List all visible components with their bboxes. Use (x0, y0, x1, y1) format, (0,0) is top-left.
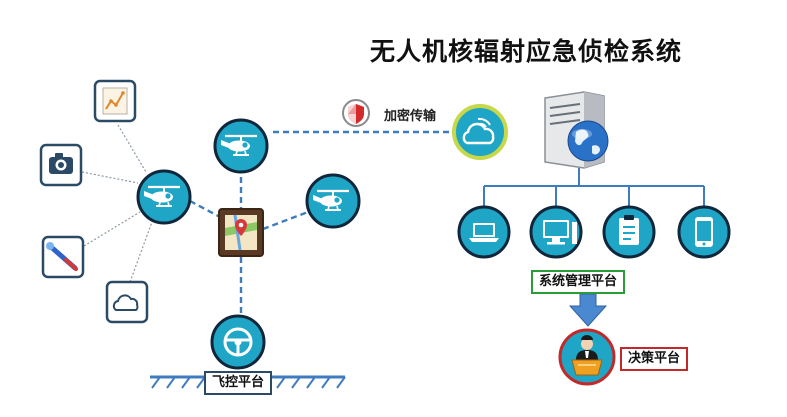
camera-icon (39, 143, 83, 187)
drone-icon (136, 169, 192, 225)
decision-platform-label: 决策平台 (620, 347, 689, 371)
sensor-links (81, 124, 153, 283)
cloud-wifi-icon (452, 104, 508, 160)
down-arrow-icon (568, 293, 608, 327)
cloud-icon (105, 280, 149, 324)
drone-icon (305, 173, 361, 229)
encrypted-transmission-label: 加密传输 (384, 109, 437, 124)
steering-wheel-icon (210, 314, 266, 370)
drone-icon (213, 118, 269, 174)
drone-links (189, 130, 455, 317)
mobile-phone-icon (677, 205, 731, 259)
desktop-icon (529, 205, 583, 259)
flight-control-platform-label: 飞控平台 (204, 371, 273, 395)
server-tree (483, 168, 705, 206)
server-globe-icon (544, 91, 609, 169)
laptop-icon (457, 205, 511, 259)
system-management-platform-label: 系统管理平台 (531, 270, 626, 294)
chart-icon (93, 79, 137, 123)
speaker-podium-icon (558, 328, 616, 386)
map-location-icon (218, 208, 264, 257)
shield-icon (342, 99, 370, 127)
page-title: 无人机核辐射应急侦检系统 (370, 37, 683, 66)
spray-probe-icon (41, 235, 85, 279)
clipboard-icon (602, 205, 656, 259)
